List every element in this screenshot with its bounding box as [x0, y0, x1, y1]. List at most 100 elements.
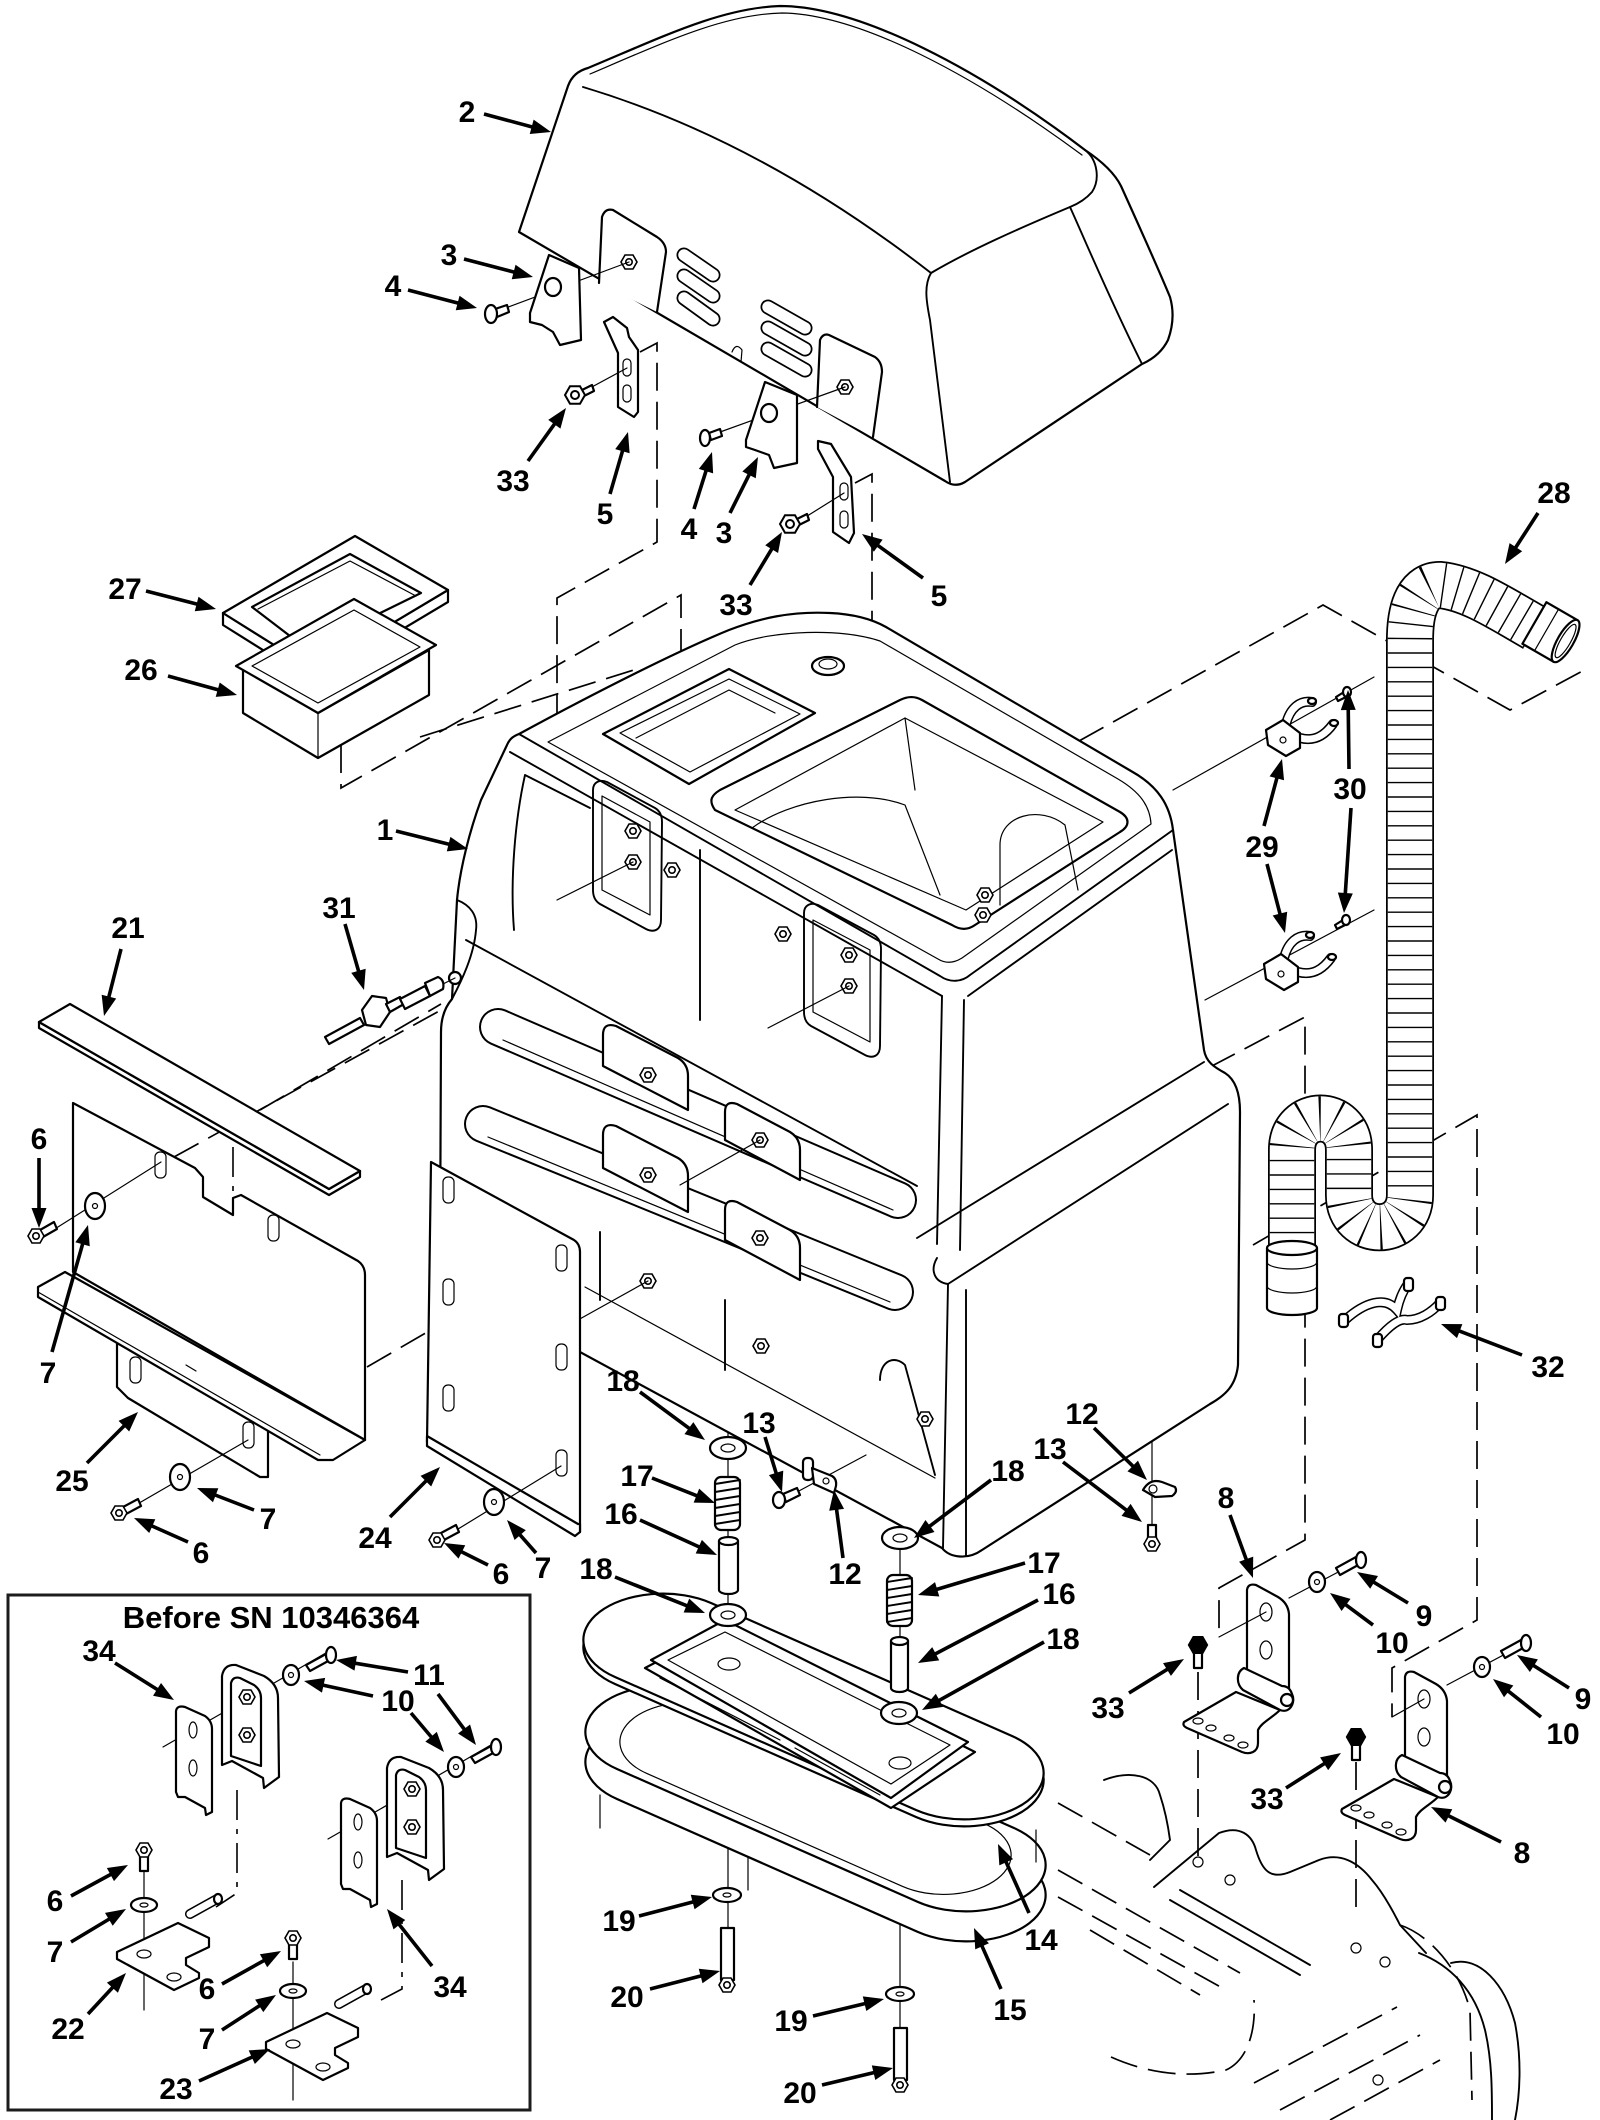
callout: 33: [1250, 1753, 1341, 1816]
hinge-fasteners: [1187, 1550, 1533, 1762]
hinge-pin: [186, 1895, 221, 1918]
callout-label: 5: [597, 498, 614, 531]
clip-hole: [1148, 1484, 1158, 1494]
drain-port: [810, 655, 846, 677]
screw-head-icon: [1143, 1536, 1161, 1552]
washer-hole: [288, 1988, 298, 1994]
callout-label: 8: [1514, 1837, 1531, 1870]
clip-part-12: [1141, 1479, 1178, 1499]
plate-slot: [267, 1214, 280, 1242]
callout: 15: [974, 1928, 1027, 2027]
arrowhead: [768, 1470, 784, 1492]
arrowhead: [1163, 1659, 1184, 1676]
callout: 17: [918, 1547, 1061, 1597]
clip-part-32: [1337, 1276, 1447, 1349]
callout-label: 11: [413, 1659, 445, 1692]
bolt-head-icon: [27, 1228, 45, 1244]
callout-arrow: [320, 1682, 374, 1698]
frame-handle: [1418, 1952, 1493, 2120]
callout-label: 7: [260, 1503, 277, 1536]
plate-slot: [555, 1244, 568, 1272]
callout-label: 7: [535, 1552, 552, 1585]
callout-arrow: [221, 2002, 263, 2032]
nut-stud: [1192, 1650, 1204, 1670]
arrowhead: [698, 1968, 720, 1984]
spacer-part-16: [889, 1639, 910, 1694]
clip-part-29: [1264, 696, 1340, 758]
callout: 2: [459, 96, 551, 135]
callout: 4: [681, 452, 714, 546]
fastener-axis: [589, 367, 845, 519]
callout-arrow: [649, 1973, 704, 1991]
callout: 23: [159, 2049, 270, 2106]
callout: 8: [1431, 1807, 1530, 1870]
callout-label: 9: [1575, 1683, 1592, 1716]
handle-pocket-depth: [502, 1039, 894, 1211]
handle-pocket: [481, 1010, 915, 1217]
bolt-head-icon: [284, 1930, 302, 1946]
ring-seam: [599, 1794, 1037, 1891]
arrowhead: [259, 1951, 281, 1968]
callout: 6: [199, 1951, 281, 2006]
cover-outline: [517, 4, 1174, 486]
cuff-body: [1265, 1246, 1319, 1317]
washer-hole: [892, 1533, 908, 1543]
callout: 22: [51, 1973, 126, 2046]
arrowhead: [75, 1225, 90, 1247]
tray-inner: [667, 1631, 951, 1785]
tank-opening: [710, 695, 1129, 930]
callout-label: 24: [358, 1522, 392, 1555]
arrowhead: [1337, 892, 1353, 913]
callout-arrow: [1346, 706, 1351, 770]
flange-nut-part-33: [779, 514, 801, 534]
callouts: 2 3 4 33 5 4 3 33 5 28 27 26 1 29 30 31 …: [31, 96, 1592, 2110]
callout-arrow: [638, 1390, 693, 1432]
callout-arrow: [1228, 1514, 1249, 1563]
washer-hole: [139, 1902, 149, 1908]
screw-head: [1519, 1633, 1533, 1653]
callout-label: 21: [111, 912, 144, 945]
plate-hole: [353, 1813, 363, 1831]
callout: 33: [719, 532, 782, 622]
arrowhead: [529, 119, 551, 135]
arrowhead: [918, 1647, 940, 1663]
clip-peg: [1402, 1276, 1415, 1293]
callout-arrow: [396, 1921, 434, 1968]
latch-slot: [622, 358, 632, 377]
washer-part-7: [168, 1462, 192, 1492]
callout-arrow: [1343, 807, 1353, 897]
hinge-part-8: [1182, 1559, 1362, 1755]
bracket-part-3: [528, 253, 583, 347]
hinge-pin: [335, 1985, 370, 2008]
callout-label: 9: [1416, 1600, 1433, 1633]
arrowhead: [153, 1683, 174, 1700]
callout: 5: [597, 432, 630, 531]
callout-label: 10: [381, 1685, 414, 1718]
callout-arrow: [436, 1692, 468, 1733]
callout: 27: [108, 573, 216, 612]
callout: 29: [1245, 759, 1288, 933]
arrowhead: [684, 1422, 705, 1440]
frame-inner-wall: [257, 560, 417, 610]
callout-arrow: [1128, 1666, 1171, 1695]
latch-plate-part-5: [602, 315, 640, 419]
spacer-top: [717, 1535, 740, 1547]
drain-port-inner: [818, 658, 838, 670]
clip-hole: [822, 1477, 830, 1485]
callout: 3: [441, 239, 533, 280]
nut-icon: [403, 1819, 421, 1835]
leader-line: [1078, 604, 1591, 742]
arrowhead: [862, 534, 883, 552]
flange-nut-part-33: [1187, 1635, 1209, 1654]
callout-label: 6: [193, 1537, 210, 1570]
callout-arrow: [1342, 1601, 1375, 1627]
hinge-pin-end: [1437, 1779, 1453, 1795]
frame-hidden-line: [1057, 1802, 1241, 1996]
bolt-head-icon: [718, 1977, 736, 1993]
callout-arrow: [458, 1548, 489, 1567]
arrowhead: [1330, 1593, 1351, 1611]
callout-arrow: [198, 2054, 256, 2083]
callout-arrow: [1505, 1688, 1543, 1719]
clip-hole: [1279, 736, 1287, 744]
